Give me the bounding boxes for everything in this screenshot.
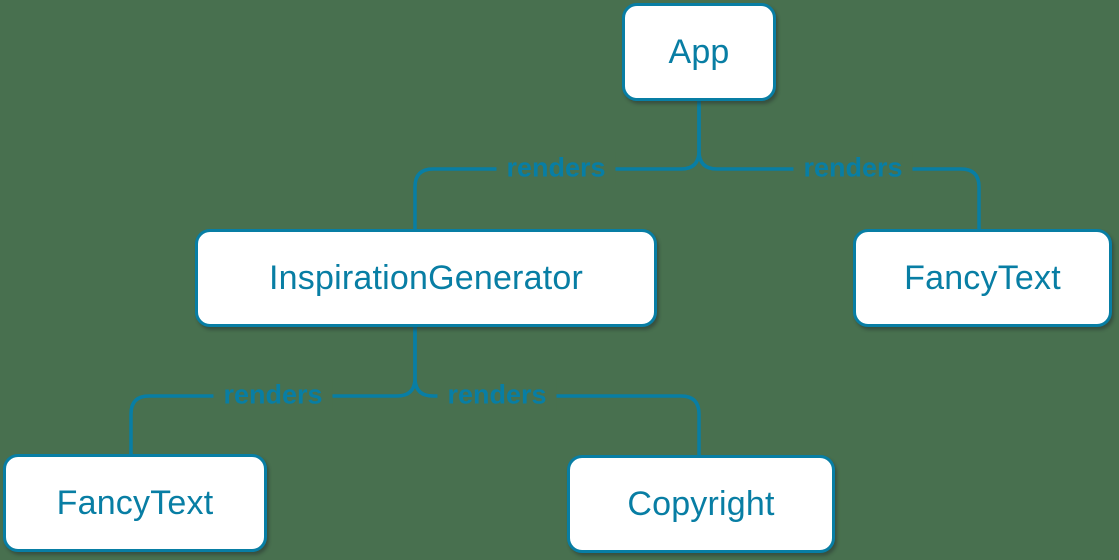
edge-label-renders: renders [213, 378, 333, 412]
node-app-label: App [668, 32, 730, 71]
node-fancy-text-right: FancyText [853, 229, 1112, 327]
node-copyright-label: Copyright [627, 484, 775, 523]
edge-label-renders: renders [793, 151, 913, 185]
edge-label-renders: renders [496, 151, 616, 185]
node-fancy-text-left: FancyText [3, 454, 267, 552]
node-fancy-text-left-label: FancyText [56, 483, 214, 522]
node-inspiration-generator: InspirationGenerator [195, 229, 657, 327]
node-fancy-text-right-label: FancyText [904, 258, 1061, 297]
node-app: App [622, 3, 776, 101]
edge-inspirationgenerator-to-copyright [413, 325, 701, 457]
edge-label-renders: renders [437, 378, 557, 412]
node-inspiration-generator-label: InspirationGenerator [269, 258, 583, 297]
node-copyright: Copyright [567, 455, 835, 553]
